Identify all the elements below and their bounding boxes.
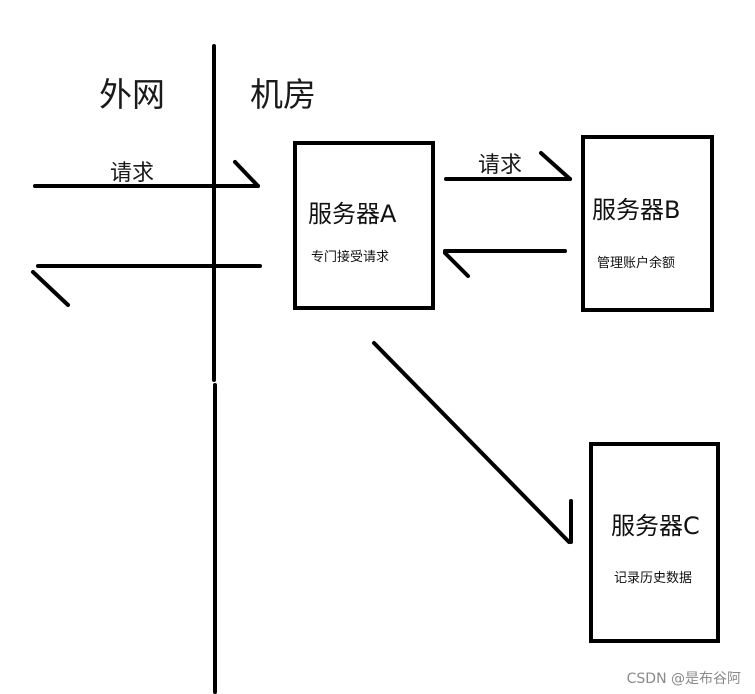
arrow-a-to-b-head bbox=[539, 151, 572, 181]
arrow-response-out-head bbox=[31, 270, 70, 307]
server-a-box: 服务器A 专门接受请求 bbox=[293, 141, 435, 310]
zone-label-outside: 外网 bbox=[99, 75, 165, 114]
zone-label-inside: 机房 bbox=[250, 75, 316, 114]
arrow-b-to-a-head bbox=[443, 251, 470, 278]
server-c-box: 服务器C 记录历史数据 bbox=[589, 442, 720, 643]
label-request-in: 请求 bbox=[110, 161, 155, 186]
arrow-a-to-c-shaft bbox=[372, 341, 571, 544]
server-b-box: 服务器B 管理账户余额 bbox=[581, 135, 714, 312]
server-c-title: 服务器C bbox=[611, 512, 700, 540]
server-c-desc: 记录历史数据 bbox=[614, 571, 693, 586]
server-b-desc: 管理账户余额 bbox=[597, 256, 676, 271]
watermark: CSDN @是布谷阿 bbox=[626, 671, 741, 687]
server-b-title: 服务器B bbox=[592, 196, 681, 224]
label-request-ab: 请求 bbox=[478, 153, 523, 178]
arrow-request-in-head bbox=[233, 160, 260, 188]
server-a-title: 服务器A bbox=[308, 200, 397, 228]
server-a-desc: 专门接受请求 bbox=[311, 250, 390, 265]
